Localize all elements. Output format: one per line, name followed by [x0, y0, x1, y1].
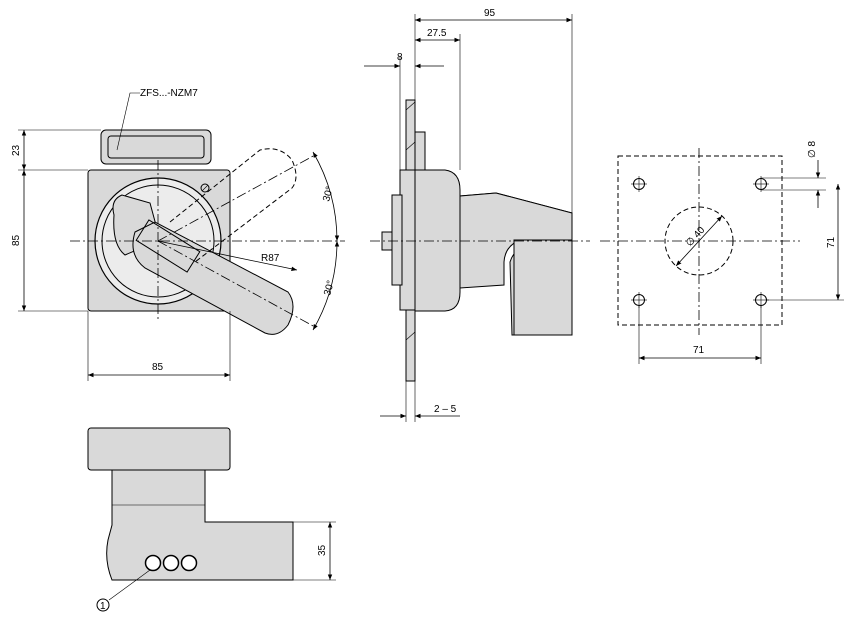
knob-height-label: 23	[11, 144, 22, 156]
angle-lower-label: 30°	[322, 279, 337, 296]
depth-total-label: 95	[484, 8, 496, 19]
panel-thickness-label: 2 – 5	[434, 404, 457, 415]
depth-mid-label: 27.5	[427, 28, 447, 39]
side-offset-label: 8	[397, 52, 403, 63]
callout-label: 1	[100, 601, 106, 612]
indicator-dot	[144, 554, 162, 572]
cutout-diameter-label: ∅ 40	[684, 225, 708, 249]
front-width-label: 85	[152, 362, 164, 373]
mounting-hole	[631, 176, 647, 192]
product-code-label: ZFS...-NZM7	[140, 88, 198, 99]
handle	[132, 221, 294, 335]
bottom-view: 1 35	[87, 427, 336, 612]
knob-top	[100, 129, 212, 165]
cutout-outline	[617, 155, 783, 326]
mounting-hole	[753, 176, 769, 192]
callout-circle	[96, 598, 110, 612]
indicator-dot	[180, 554, 198, 572]
radius-label: R87	[261, 253, 280, 264]
side-housing	[414, 169, 461, 312]
drilling-template: ∅ 40 ∅ 8 71 71	[600, 141, 844, 364]
handle-alt-position	[169, 148, 297, 263]
cutout-hole	[664, 206, 734, 276]
bottom-knob	[87, 427, 231, 471]
bottom-body	[106, 469, 294, 581]
front-view: R87 30° 30° ZFS...-NZM7 23 85 85	[11, 88, 345, 381]
front-height-label: 85	[11, 234, 22, 246]
indicator-dot	[162, 554, 180, 572]
angle-upper-label: 30°	[321, 185, 336, 202]
bottom-height-label: 35	[317, 544, 328, 556]
hole-spacing-horizontal-label: 71	[693, 345, 705, 356]
hole-spacing-vertical-label: 71	[826, 236, 837, 248]
hole-diameter-label: ∅ 8	[807, 141, 818, 158]
side-view: 95 27.5 8 2 – 5	[364, 8, 590, 422]
